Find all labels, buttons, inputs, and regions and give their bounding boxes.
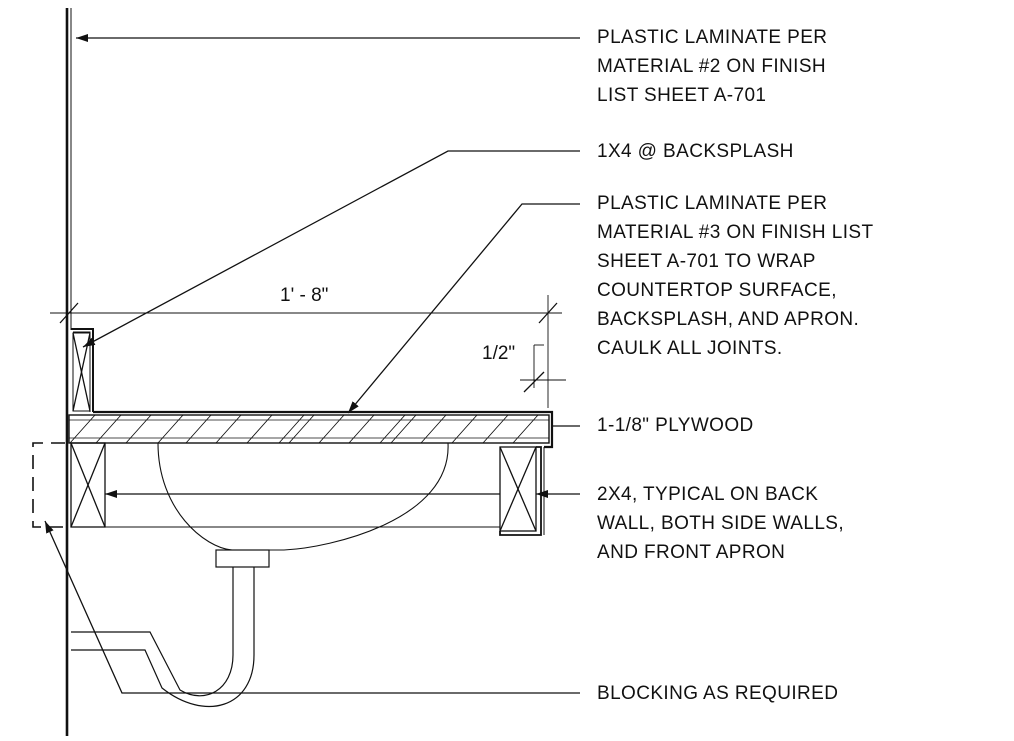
note-framing-2x4: 2X4, TYPICAL ON BACK WALL, BOTH SIDE WAL… <box>597 480 844 567</box>
dimension-counter-depth <box>50 295 562 408</box>
note-line: MATERIAL #3 ON FINISH LIST <box>597 222 874 243</box>
note-line: PLASTIC LAMINATE PER <box>597 27 828 48</box>
front-apron-2x4 <box>499 446 545 536</box>
dimension-laminate-thickness <box>520 344 566 393</box>
note-line: COUNTERTOP SURFACE, <box>597 280 837 301</box>
note-line: LIST SHEET A-701 <box>597 85 767 106</box>
sink-bowl <box>157 442 449 551</box>
note-laminate-material-3: PLASTIC LAMINATE PER MATERIAL #3 ON FINI… <box>597 189 873 363</box>
note-backsplash-1x4: 1X4 @ BACKSPLASH <box>597 137 794 166</box>
note-line: BLOCKING AS REQUIRED <box>597 683 839 704</box>
note-line: MATERIAL #2 ON FINISH <box>597 56 827 77</box>
note-line: AND FRONT APRON <box>597 542 786 563</box>
leader-backsplash-1x4 <box>82 150 580 348</box>
note-blocking: BLOCKING AS REQUIRED <box>597 679 838 708</box>
dimension-label-laminate-thickness: 1/2" <box>482 343 516 364</box>
note-line: PLASTIC LAMINATE PER <box>597 193 828 214</box>
note-line: SHEET A-701 TO WRAP <box>597 251 816 272</box>
note-plywood: 1-1/8" PLYWOOD <box>597 411 754 440</box>
backsplash-1x4 <box>71 328 94 412</box>
leader-blocking <box>44 520 580 694</box>
note-line: 2X4, TYPICAL ON BACK <box>597 484 819 505</box>
dimension-label-counter-depth: 1' - 8" <box>280 285 329 306</box>
blocking-dashed <box>32 442 65 528</box>
wall-line <box>65 8 72 736</box>
back-2x4 <box>70 442 106 528</box>
leader-laminate-material-3 <box>347 203 580 414</box>
drain-p-trap <box>71 549 270 708</box>
note-line: 1-1/8" PLYWOOD <box>597 415 754 436</box>
note-line: CAULK ALL JOINTS. <box>597 338 783 359</box>
countertop-plywood <box>68 410 554 449</box>
note-line: 1X4 @ BACKSPLASH <box>597 141 794 162</box>
note-laminate-material-2: PLASTIC LAMINATE PER MATERIAL #2 ON FINI… <box>597 23 827 110</box>
note-line: WALL, BOTH SIDE WALLS, <box>597 513 845 534</box>
note-line: BACKSPLASH, AND APRON. <box>597 309 860 330</box>
